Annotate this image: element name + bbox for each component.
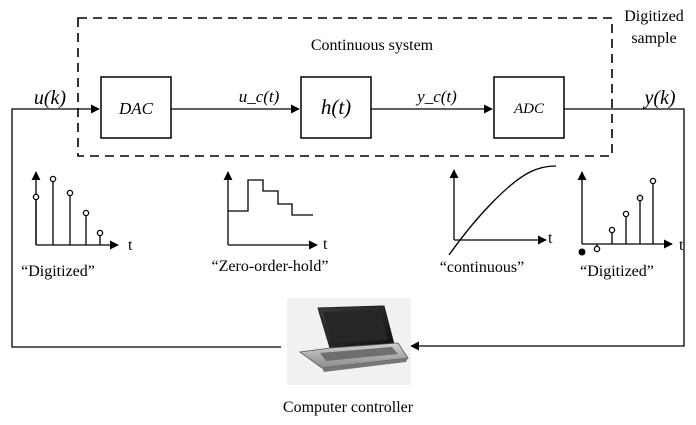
plant-block [300, 76, 372, 139]
output-return-wire [410, 108, 685, 351]
feedback-input-wire [11, 104, 281, 348]
dac-block [100, 76, 172, 139]
continuous-system-boundary [77, 17, 613, 157]
plot1-caption: “Digitized” [21, 263, 95, 280]
plant-output-signal-label: y_c(t) [415, 87, 457, 106]
digitized-sample-note-line2: sample [631, 30, 676, 47]
plot1-axis-label: t [128, 237, 133, 254]
plot2-caption: “Zero-order-hold” [212, 258, 329, 275]
laptop-photo [287, 298, 411, 385]
computer-controller-label: Computer controller [283, 399, 414, 416]
plot3-axis-label: t [548, 230, 553, 247]
digitized-output-plot: t [577, 171, 684, 256]
plant-label: h(t) [321, 95, 351, 119]
plot4-caption: “Digitized” [580, 263, 654, 280]
dac-label: DAC [118, 99, 154, 118]
dac-output-signal-label: u_c(t) [239, 87, 280, 106]
plot3-caption: “continuous” [440, 259, 524, 276]
zero-order-hold-plot: t [223, 171, 328, 253]
continuous-system-title: Continuous system [311, 37, 434, 54]
plot2-axis-label: t [323, 236, 328, 253]
adc-block [493, 76, 565, 139]
plot4-axis-label: t [679, 237, 684, 254]
input-signal-label: u(k) [34, 87, 67, 109]
continuous-plot: t [448, 165, 557, 256]
digitized-input-plot: t [31, 171, 133, 254]
output-signal-label: y(k) [642, 87, 675, 109]
digitized-sample-note-line1: Digitized [624, 8, 684, 25]
adc-label: ADC [513, 101, 545, 117]
